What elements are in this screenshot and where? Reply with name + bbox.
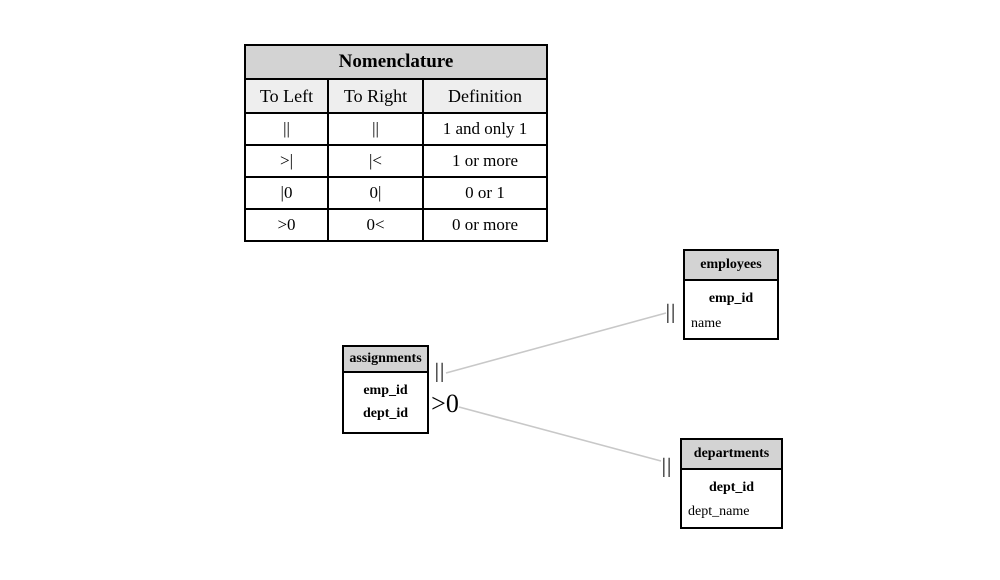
entity-assignments-field-emp-id: emp_id (363, 383, 408, 398)
nomenclature-row: >| |< 1 or more (244, 144, 548, 178)
entity-employees: employees emp_id name (683, 249, 779, 340)
nomenclature-cell: || (244, 112, 329, 146)
entity-departments: departments dept_id dept_name (680, 438, 783, 529)
entity-assignments-field-dept-id: dept_id (362, 406, 409, 421)
nomenclature-cell: 0 or more (422, 208, 548, 242)
nomenclature-cell: >| (244, 144, 329, 178)
nomenclature-cell: 0| (327, 176, 424, 210)
nomenclature-cell: 1 or more (422, 144, 548, 178)
entity-departments-field-dept-name: dept_name (688, 504, 750, 519)
entity-employees-field-name: name (691, 316, 722, 331)
cardinality-marker-employees-end: || (665, 299, 677, 324)
entity-departments-field-dept-id: dept_id (708, 480, 755, 495)
nomenclature-cell: |0 (244, 176, 329, 210)
nomenclature-cell: 0< (327, 208, 424, 242)
nomenclature-cell: || (327, 112, 424, 146)
relationship-line-assignments-employees (445, 312, 667, 374)
nomenclature-cell: 0 or 1 (422, 176, 548, 210)
cardinality-marker-departments-end: || (661, 453, 673, 478)
cardinality-marker-assignments-departments-near: >0 (431, 389, 459, 418)
nomenclature-title: Nomenclature (244, 44, 548, 80)
cardinality-marker-assignments-employees-near: || (434, 358, 446, 383)
nomenclature-cell: |< (327, 144, 424, 178)
nomenclature-col-definition: Definition (422, 78, 548, 114)
nomenclature-row: || || 1 and only 1 (244, 112, 548, 146)
entity-employees-field-emp-id: emp_id (708, 291, 754, 306)
entity-departments-header: departments (682, 440, 781, 470)
nomenclature-row: |0 0| 0 or 1 (244, 176, 548, 210)
entity-employees-header: employees (685, 251, 777, 281)
nomenclature-col-to-right: To Right (327, 78, 424, 114)
nomenclature-cell: >0 (244, 208, 329, 242)
nomenclature-col-to-left: To Left (244, 78, 329, 114)
entity-assignments-header: assignments (344, 347, 427, 373)
nomenclature-row: >0 0< 0 or more (244, 208, 548, 242)
nomenclature-cell: 1 and only 1 (422, 112, 548, 146)
relationship-line-assignments-departments (458, 406, 662, 462)
entity-assignments: assignments emp_id dept_id (342, 345, 429, 434)
nomenclature-table: Nomenclature To Left To Right Definition… (244, 44, 548, 242)
